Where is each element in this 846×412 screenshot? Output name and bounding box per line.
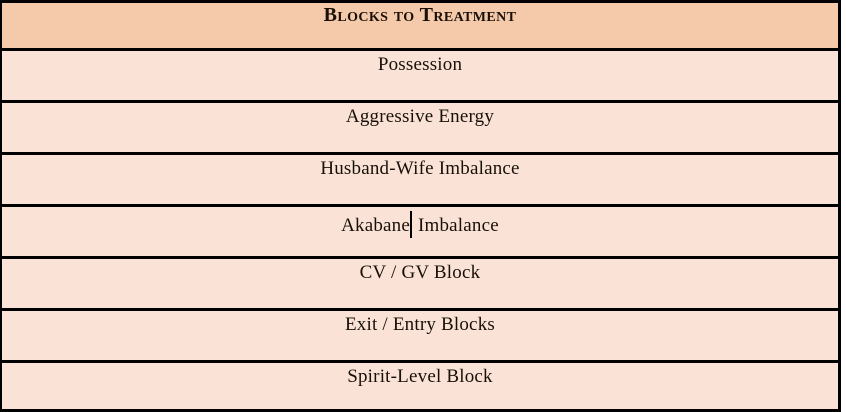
table-cell-cv-gv-block[interactable]: CV / GV Block — [0, 257, 841, 311]
text-caret — [410, 211, 413, 238]
table-cell-exit-entry-blocks[interactable]: Exit / Entry Blocks — [0, 309, 841, 363]
table-header-cell: Blocks to Treatment — [0, 0, 841, 51]
table-body: Possession Aggressive Energy Husband-Wif… — [0, 49, 841, 412]
list-item-label: Akabane Imbalance — [341, 207, 499, 238]
page-title: Blocks to Treatment — [323, 4, 517, 26]
table-row[interactable]: Exit / Entry Blocks — [0, 309, 841, 363]
table-cell-akabane-imbalance[interactable]: Akabane Imbalance — [0, 205, 841, 259]
table-row[interactable]: Aggressive Energy — [0, 101, 841, 155]
table-row[interactable]: Possession — [0, 49, 841, 103]
list-item-label-part-before-caret: Akabane — [341, 215, 411, 236]
list-item-label: Spirit-Level Block — [347, 366, 493, 387]
table-cell-husband-wife-imbalance[interactable]: Husband-Wife Imbalance — [0, 153, 841, 207]
table-row[interactable]: CV / GV Block — [0, 257, 841, 311]
list-item-label-part-after-caret: Imbalance — [413, 215, 499, 236]
table-cell-aggressive-energy[interactable]: Aggressive Energy — [0, 101, 841, 155]
table-row[interactable]: Spirit-Level Block — [0, 361, 841, 412]
table-cell-possession[interactable]: Possession — [0, 49, 841, 103]
table-row[interactable]: Akabane Imbalance — [0, 205, 841, 259]
list-item-label: Husband-Wife Imbalance — [320, 158, 520, 179]
table-row[interactable]: Husband-Wife Imbalance — [0, 153, 841, 207]
table-header-row: Blocks to Treatment — [0, 0, 841, 51]
list-item-label: Exit / Entry Blocks — [345, 314, 495, 335]
list-item-label: CV / GV Block — [359, 262, 481, 283]
table-cell-spirit-level-block[interactable]: Spirit-Level Block — [0, 361, 841, 412]
table-header: Blocks to Treatment — [0, 0, 841, 51]
list-item-label: Aggressive Energy — [345, 106, 495, 127]
list-item-label: Possession — [377, 54, 463, 75]
